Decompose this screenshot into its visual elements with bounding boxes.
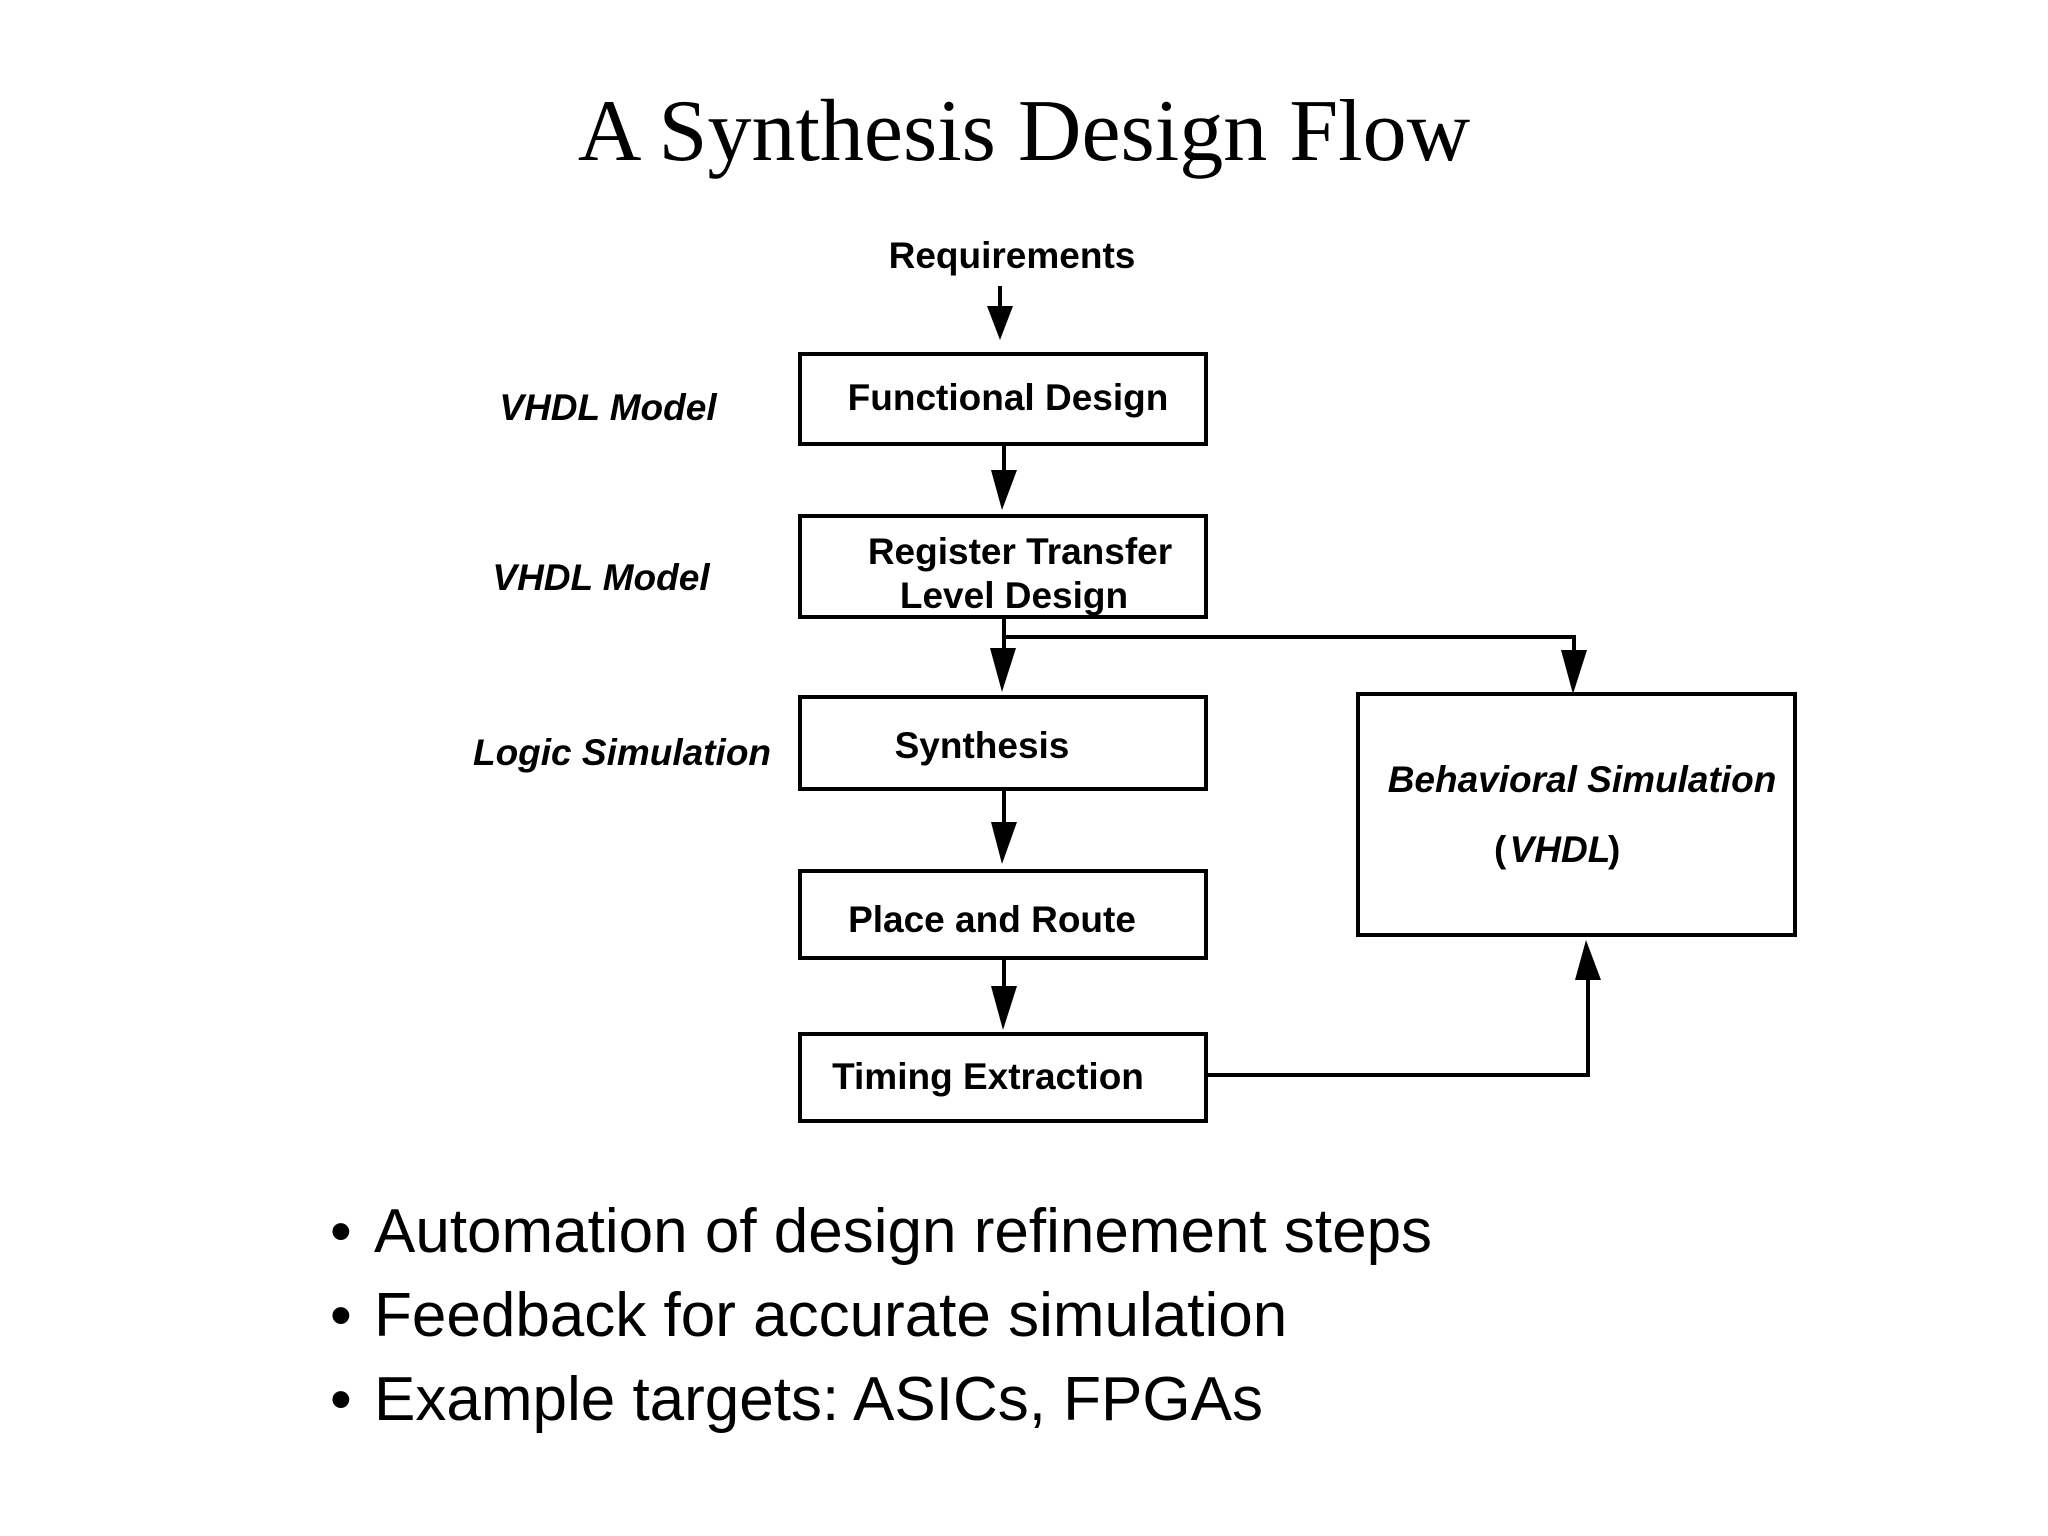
rtl-design-label-line1: Register Transfer: [868, 531, 1172, 572]
behavioral-simulation-label: Behavioral Simulation: [1388, 759, 1777, 800]
bullet-item: • Automation of design refinement steps: [330, 1190, 1432, 1274]
timing-extraction-label: Timing Extraction: [832, 1056, 1144, 1097]
behavioral-vhdl-open-paren: (: [1494, 829, 1507, 870]
side-label-vhdl-model-1: VHDL Model: [499, 387, 717, 428]
bullet-text: Feedback for accurate simulation: [374, 1281, 1288, 1350]
bullet-item: • Example targets: ASICs, FPGAs: [330, 1358, 1432, 1442]
slide-title: A Synthesis Design Flow: [577, 83, 1471, 180]
timing-extraction-box: [798, 1032, 1208, 1123]
arrow-requirements-to-functional: [987, 286, 1013, 340]
place-route-step: Place and Route: [798, 869, 1208, 960]
bullet-dot: •: [330, 1197, 352, 1266]
bullet-item: • Feedback for accurate simulation: [330, 1274, 1432, 1358]
arrow-rtl-to-behavioral: [1004, 635, 1587, 694]
arrow-synthesis-to-place-route: [991, 789, 1017, 864]
arrow-place-route-to-timing: [991, 958, 1017, 1030]
synthesis-label: Synthesis: [895, 725, 1070, 766]
behavioral-vhdl-close-paren: ): [1608, 829, 1620, 870]
functional-design-label: Functional Design: [848, 377, 1169, 418]
behavioral-vhdl-label: VHDL: [1510, 829, 1611, 870]
bullet-text: Example targets: ASICs, FPGAs: [374, 1365, 1263, 1434]
side-label-vhdl-model-2: VHDL Model: [492, 557, 710, 598]
arrow-rtl-to-synthesis: [990, 617, 1016, 692]
rtl-design-label-line2: Level Design: [900, 575, 1128, 616]
bullet-dot: •: [330, 1365, 352, 1434]
requirements-label: Requirements: [889, 235, 1136, 276]
arrow-timing-feedback-to-behavioral: [1206, 940, 1601, 1077]
side-label-logic-simulation: Logic Simulation: [473, 732, 771, 773]
arrow-functional-to-rtl: [991, 444, 1017, 510]
rtl-design-step: Register Transfer Level Design: [798, 514, 1208, 619]
timing-extraction-step: Timing Extraction: [798, 1032, 1208, 1123]
synthesis-step: Synthesis: [798, 695, 1208, 791]
bullet-dot: •: [330, 1281, 352, 1350]
place-route-label: Place and Route: [848, 899, 1136, 940]
functional-design-box: [798, 352, 1208, 446]
synthesis-box: [798, 695, 1208, 791]
bullet-text: Automation of design refinement steps: [374, 1197, 1433, 1266]
behavioral-simulation-block: Behavioral Simulation ( VHDL ): [1356, 692, 1797, 937]
behavioral-simulation-box: [1356, 692, 1797, 937]
functional-design-step: Functional Design: [798, 352, 1208, 446]
bullet-list: • Automation of design refinement steps •…: [330, 1190, 1432, 1442]
